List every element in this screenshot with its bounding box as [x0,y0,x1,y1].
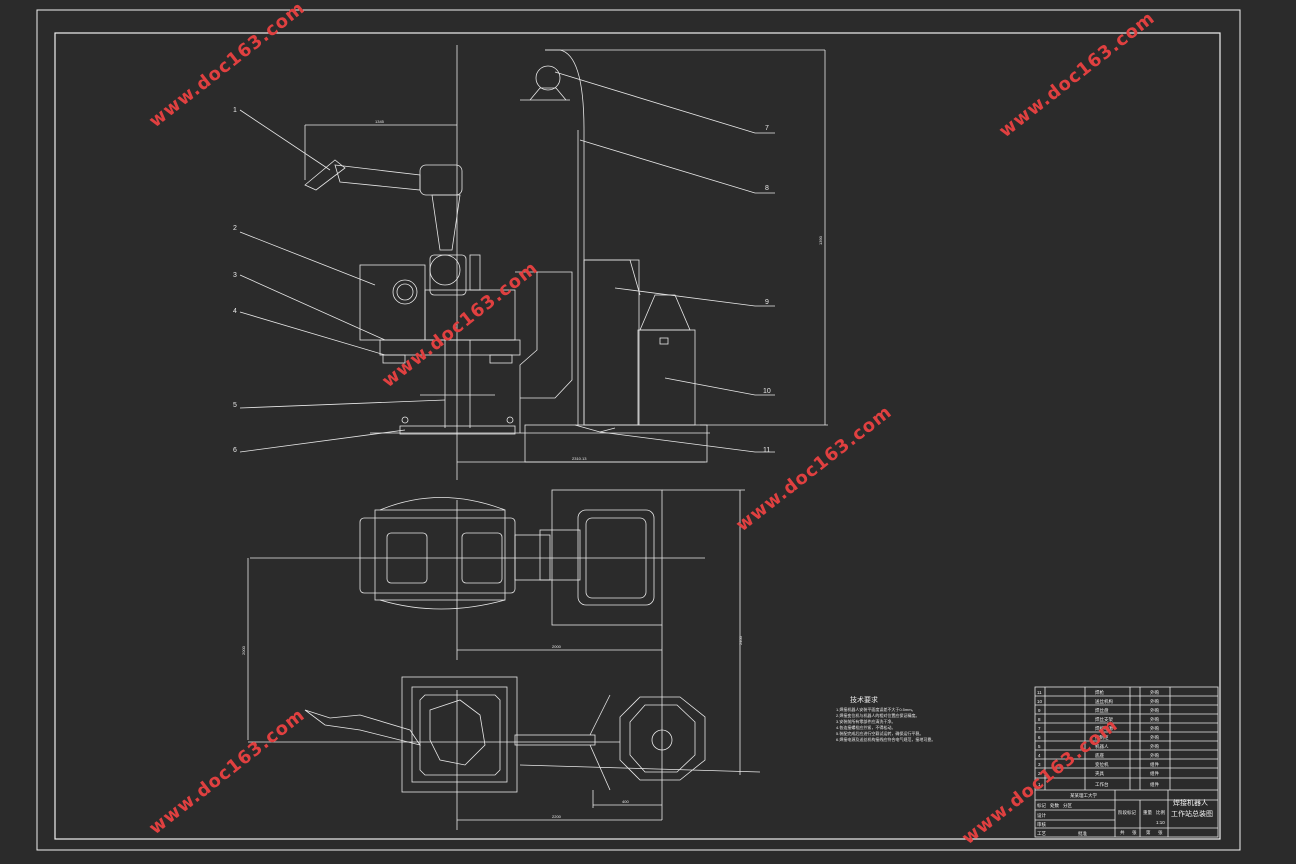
svg-text:控制柜: 控制柜 [1095,734,1109,741]
svg-text:10: 10 [1037,699,1043,704]
dimension-texts: 1345 1390 2310.13 2000 2000 2400 400 220… [241,119,823,819]
svg-text:11: 11 [763,447,770,454]
svg-text:底座: 底座 [1095,752,1104,759]
svg-text:外购: 外购 [1150,698,1159,705]
svg-text:焊接机器人: 焊接机器人 [1173,798,1208,807]
svg-text:设计: 设计 [1037,812,1046,819]
svg-text:审核: 审核 [1037,821,1046,828]
svg-text:3: 3 [233,272,237,279]
svg-text:变位机: 变位机 [1095,761,1109,768]
title-block [1034,686,1219,838]
wire-reel-icon [535,65,561,91]
svg-text:批准: 批准 [1078,830,1087,837]
svg-text:1: 1 [1038,782,1041,787]
svg-text:外购: 外购 [1150,725,1159,732]
robot-arm-front [304,159,481,296]
svg-text:4: 4 [233,308,237,315]
leader-lines [239,71,775,453]
svg-text:3.安装前所有零部件应清洗干净。: 3.安装前所有零部件应清洗干净。 [836,718,895,724]
svg-text:焊枪: 焊枪 [1095,689,1104,696]
plan-view [247,489,745,780]
svg-text:1345: 1345 [375,119,385,124]
svg-text:工艺: 工艺 [1037,831,1046,836]
svg-text:3: 3 [1038,762,1041,767]
svg-text:7: 7 [1038,726,1041,731]
svg-text:比例: 比例 [1156,809,1165,816]
svg-text:工作站总装图: 工作站总装图 [1171,809,1213,818]
svg-text:6: 6 [1038,735,1041,740]
svg-text:共: 共 [1120,829,1125,836]
svg-text:9: 9 [1038,708,1041,713]
outer-frame [36,9,1241,851]
svg-text:外购: 外购 [1150,707,1159,714]
callout-numbers: 1 2 3 4 5 6 7 8 9 10 11 [233,107,771,454]
svg-text:夹具: 夹具 [1095,770,1104,777]
svg-text:外购: 外购 [1150,752,1159,759]
svg-text:6.焊接电源及送丝机构接线应符合电气规范，接地可靠。: 6.焊接电源及送丝机构接线应符合电气规范，接地可靠。 [836,736,935,742]
svg-text:阶段标记: 阶段标记 [1118,809,1136,816]
svg-text:外购: 外购 [1150,689,1159,696]
title-block-texts: 11 10 9 8 7 6 5 4 3 2 1 焊枪 送丝机构 焊丝盘 焊丝支架… [1037,689,1213,837]
svg-text:某某理工大学: 某某理工大学 [1070,792,1097,799]
svg-text:8: 8 [1038,717,1041,722]
svg-text:工作台: 工作台 [1095,781,1109,788]
svg-text:外购: 外购 [1150,716,1159,723]
svg-text:组件: 组件 [1150,781,1159,788]
svg-text:8: 8 [765,185,769,192]
svg-text:2000: 2000 [552,644,562,649]
svg-text:2200: 2200 [552,814,562,819]
svg-text:组件: 组件 [1150,770,1159,777]
svg-text:400: 400 [622,799,629,804]
svg-text:2.焊接变位机与机器人的相对位置应保证精度。: 2.焊接变位机与机器人的相对位置应保证精度。 [836,712,919,718]
svg-text:第: 第 [1146,829,1151,836]
svg-text:2310.13: 2310.13 [572,456,587,461]
svg-text:1390: 1390 [818,235,823,245]
svg-text:5: 5 [233,402,237,409]
svg-text:重量: 重量 [1143,809,1152,816]
svg-text:标记: 标记 [1037,802,1046,809]
svg-text:6: 6 [233,447,237,454]
technical-notes: 技术要求 1.焊接机器人安装平面度误差不大于0.5mm。 2.焊接变位机与机器人… [836,695,935,742]
svg-text:2400: 2400 [738,635,743,645]
svg-text:外购: 外购 [1150,743,1159,750]
svg-text:组件: 组件 [1150,761,1159,768]
svg-text:张: 张 [1158,829,1163,836]
inner-frame [54,32,1221,840]
svg-text:送丝机构: 送丝机构 [1095,698,1113,705]
bottom-view [248,676,761,830]
svg-text:2000: 2000 [241,645,246,655]
svg-text:5.装配完成后应进行空载试运转，确保运行平稳。: 5.装配完成后应进行空载试运转，确保运行平稳。 [836,730,923,736]
svg-text:焊丝支架: 焊丝支架 [1095,716,1113,723]
svg-text:焊接电源: 焊接电源 [1095,725,1113,732]
svg-text:1:10: 1:10 [1156,820,1165,825]
svg-text:4.各连接螺栓应拧紧，不得松动。: 4.各连接螺栓应拧紧，不得松动。 [836,724,895,730]
svg-text:焊丝盘: 焊丝盘 [1095,707,1109,714]
svg-text:处数: 处数 [1050,802,1059,809]
svg-text:张: 张 [1132,829,1137,836]
svg-text:1: 1 [233,107,237,114]
svg-text:机器人: 机器人 [1095,743,1109,750]
svg-text:4: 4 [1038,753,1041,758]
svg-text:2: 2 [1038,771,1041,776]
svg-text:技术要求: 技术要求 [850,695,878,704]
svg-text:5: 5 [1038,744,1041,749]
svg-text:9: 9 [765,299,769,306]
svg-text:1.焊接机器人安装平面度误差不大于0.5mm。: 1.焊接机器人安装平面度误差不大于0.5mm。 [836,706,916,712]
svg-text:分区: 分区 [1063,802,1072,809]
svg-text:10: 10 [763,388,771,395]
svg-text:2: 2 [233,225,237,232]
svg-text:外购: 外购 [1150,734,1159,741]
svg-text:11: 11 [1037,690,1042,695]
svg-text:7: 7 [765,125,769,132]
